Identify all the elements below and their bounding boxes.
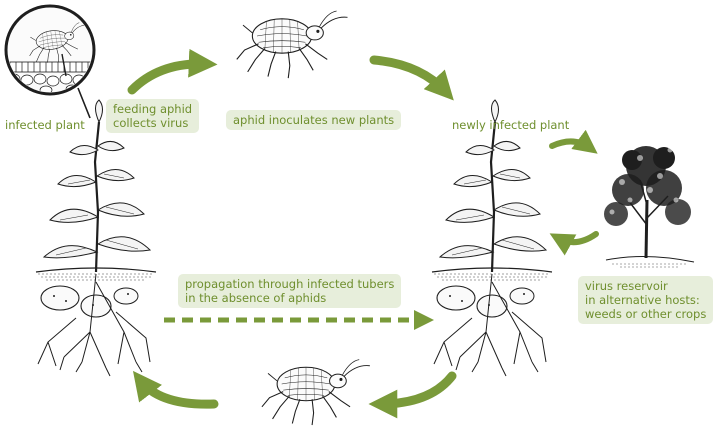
reservoir-line2: in alternative hosts: [585, 293, 706, 307]
reservoir-line3: weeds or other crops [585, 307, 706, 321]
aphid-icon [262, 360, 370, 425]
propagation-line1: propagation through infected tubers [185, 277, 394, 291]
alternative-host-shrub-icon [604, 146, 694, 267]
propagation-line2: in the absence of aphids [185, 291, 394, 305]
newly-infected-plant-illustration [432, 100, 552, 376]
aphid-feeding-closeup-icon [6, 6, 94, 118]
infected-plant-label: infected plant [5, 118, 85, 132]
arrow-new-plant-to-aphid [380, 376, 452, 404]
virus-reservoir-box: virus reservoir in alternative hosts: we… [578, 276, 713, 324]
feeding-aphid-line2: collects virus [113, 116, 192, 130]
newly-infected-plant-label: newly infected plant [452, 118, 569, 132]
aphid-icon [237, 11, 348, 78]
arrow-feeding-to-aphid [132, 64, 206, 90]
arrow-aphid-to-new-plant [374, 60, 446, 92]
reservoir-line1: virus reservoir [585, 279, 706, 293]
arrow-reservoir-to-plant [558, 234, 596, 242]
aphid-inoculates-box: aphid inoculates new plants [226, 110, 401, 130]
propagation-box: propagation through infected tubers in t… [178, 274, 401, 308]
arrow-aphid-to-infected-plant [140, 380, 214, 404]
feeding-aphid-box: feeding aphid collects virus [106, 99, 199, 133]
infected-plant-illustration [36, 100, 156, 376]
arrow-plant-to-reservoir [552, 141, 590, 148]
aphid-inoculates-text: aphid inoculates new plants [233, 113, 394, 127]
feeding-aphid-line1: feeding aphid [113, 102, 192, 116]
